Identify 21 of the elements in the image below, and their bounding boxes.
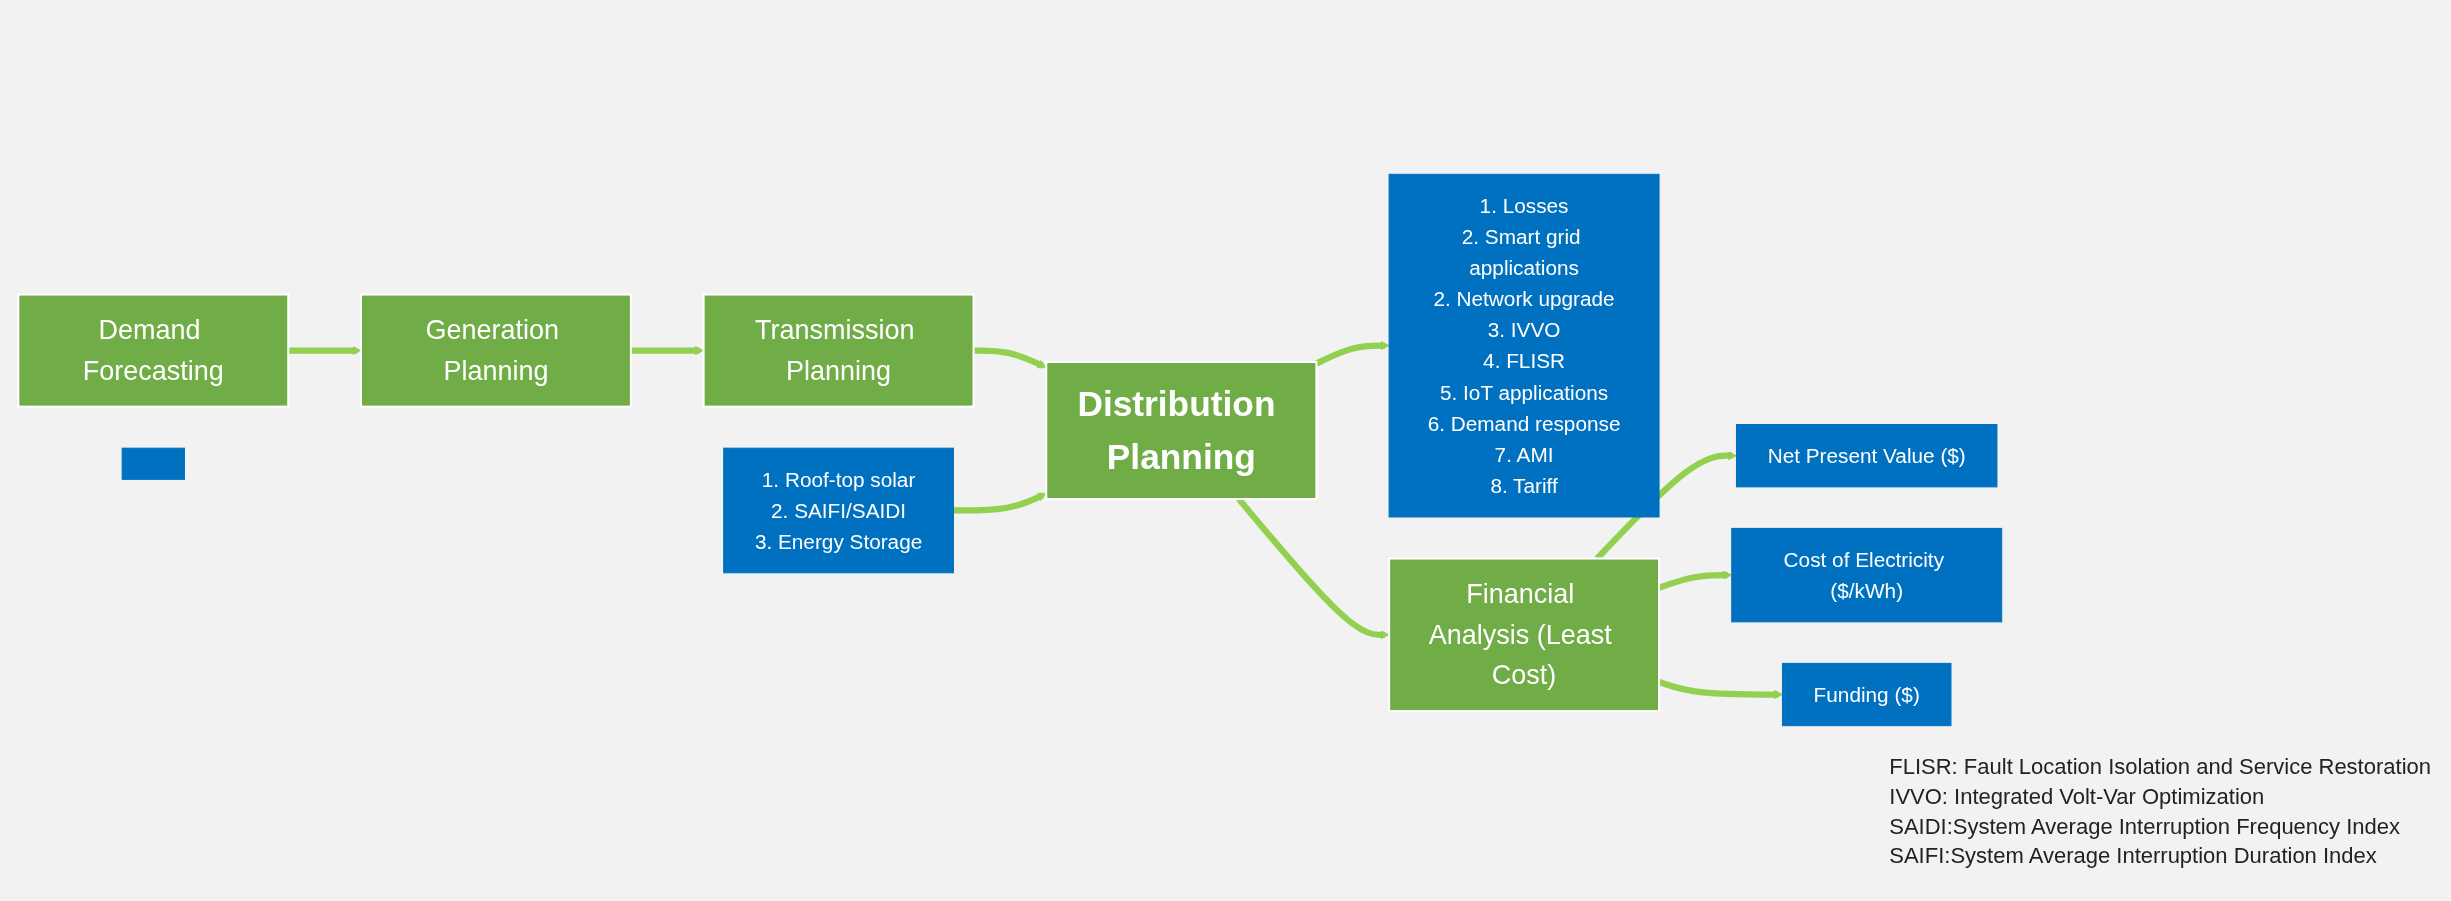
node-box: Funding ($)	[1781, 662, 1952, 727]
node-box: Net Present Value ($)	[1735, 424, 1998, 488]
arrow	[1658, 678, 1783, 700]
node-box: Transmission Planning	[702, 293, 975, 408]
node-box: 1. Losses 2. Smart grid applications 2. Network upgrade 3. IVVO 4. FLISR 5. IoT applications 6. Demand response 7. AMI 8. Tariff	[1388, 173, 1660, 518]
node-box: 1. Roof-top solar 2. SAIFI/SAIDI 3. Energy Storage	[723, 447, 954, 574]
arrow	[973, 347, 1047, 369]
abbreviation-note: SAIDI:System Average Interruption Frequency Index	[1889, 812, 2401, 841]
abbreviation-note: FLISR: Fault Location Isolation and Service Restoration	[1889, 753, 2431, 782]
arrow	[1658, 570, 1733, 591]
arrow	[1315, 341, 1390, 367]
abbreviation-note: SAIFI:System Average Interruption Duration Index	[1889, 842, 2378, 871]
node-box: Distribution Planning	[1045, 360, 1318, 501]
node-box: Demand Forecasting	[17, 293, 290, 408]
node-box	[121, 447, 185, 480]
node-box: Cost of Electricity ($/kWh)	[1731, 527, 2003, 623]
arrow	[630, 346, 704, 356]
node-box: Financial Analysis (Least Cost)	[1388, 557, 1661, 713]
arrow	[953, 492, 1047, 514]
node-box: Generation Planning	[359, 293, 632, 408]
abbreviation-note: IVVO: Integrated Volt-Var Optimization	[1889, 782, 2266, 811]
